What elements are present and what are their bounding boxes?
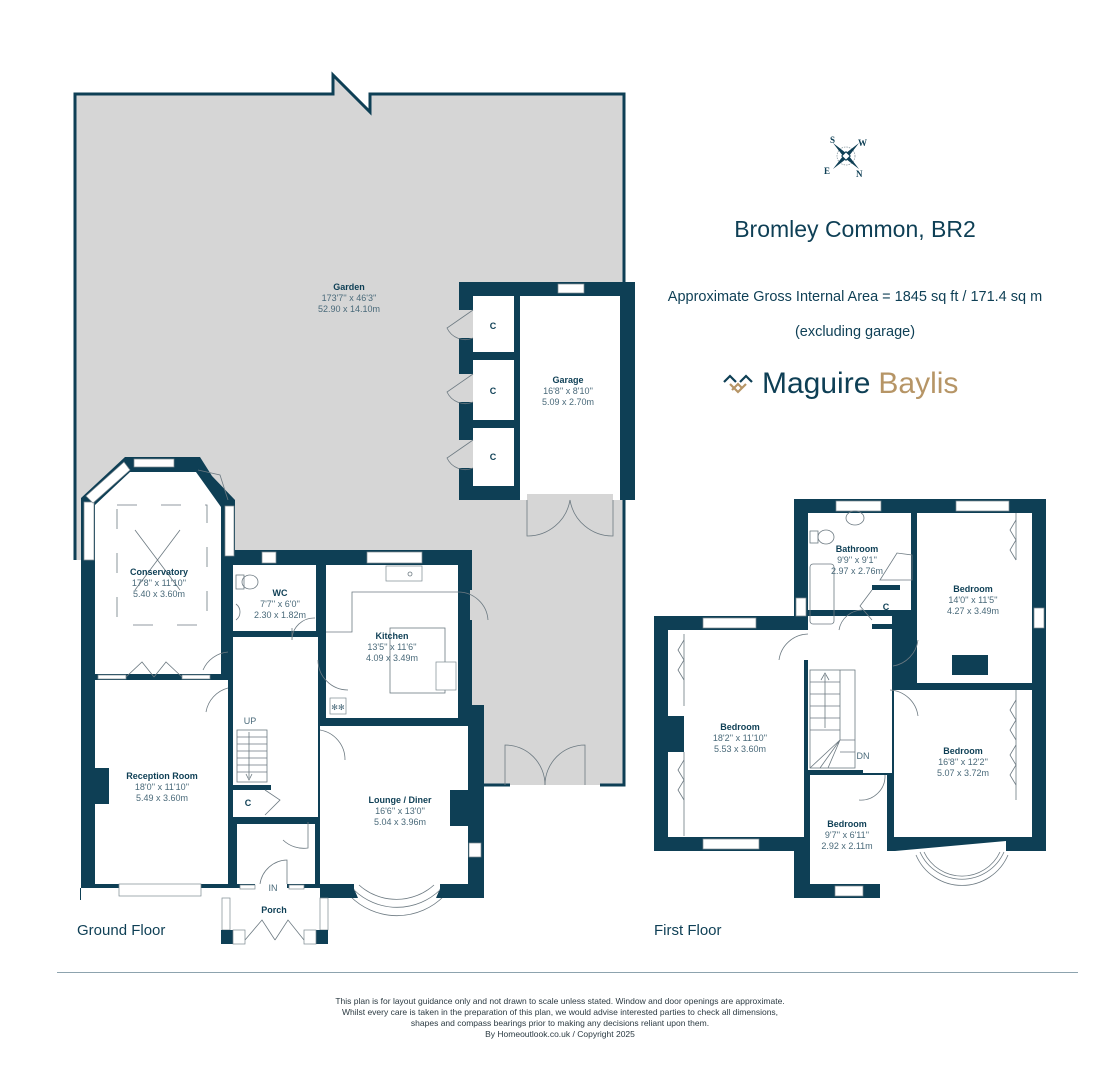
svg-text:9'9'' x 9'1'': 9'9'' x 9'1''	[837, 555, 877, 565]
svg-text:9'7'' x 6'11'': 9'7'' x 6'11''	[825, 830, 869, 840]
room-label-garage: Garage 16'8'' x 8'10'' 5.09 x 2.70m	[542, 375, 594, 407]
stairs-down-label: DN	[857, 751, 870, 761]
svg-text:Lounge / Diner: Lounge / Diner	[369, 795, 432, 805]
svg-text:Garden: Garden	[333, 282, 365, 292]
disclaimer-line-3: shapes and compass bearings prior to mak…	[410, 1018, 710, 1028]
property-title: Bromley Common, BR2	[734, 216, 976, 242]
room-label-bedroom-small: Bedroom 9'7'' x 6'11'' 2.92 x 2.11m	[821, 819, 872, 851]
svg-text:16'6'' x 13'0'': 16'6'' x 13'0''	[375, 806, 425, 816]
room-label-bathroom: Bathroom 9'9'' x 9'1'' 2.97 x 2.76m	[831, 544, 883, 576]
first-floor-label: First Floor	[654, 922, 722, 939]
svg-text:16'8'' x 8'10'': 16'8'' x 8'10''	[543, 386, 593, 396]
room-label-kitchen: Kitchen 13'5'' x 11'6'' 4.09 x 3.49m	[366, 631, 418, 663]
svg-text:5.09 x 2.70m: 5.09 x 2.70m	[542, 397, 594, 407]
room-label-conservatory: Conservatory 17'8'' x 11'10'' 5.40 x 3.6…	[130, 567, 188, 599]
svg-text:2.97 x 2.76m: 2.97 x 2.76m	[831, 566, 883, 576]
area-note: (excluding garage)	[794, 324, 916, 340]
first-floor-plan: C DN Bathroom 9'9'' x 9'1'' 2.97	[654, 499, 1046, 898]
garage-block: C C C	[446, 282, 635, 537]
svg-text:Bedroom: Bedroom	[943, 746, 983, 756]
compass-icon: S W E N	[824, 135, 867, 179]
porch-label: Porch	[261, 905, 287, 915]
garage-cupboard-3-label: C	[490, 452, 497, 462]
room-label-bedroom-rear-right: Bedroom 14'0'' x 11'5'' 4.27 x 3.49m	[947, 584, 999, 616]
room-label-lounge: Lounge / Diner 16'6'' x 13'0'' 5.04 x 3.…	[369, 795, 432, 827]
svg-text:16'8'' x 12'2'': 16'8'' x 12'2''	[938, 757, 988, 767]
porch: Porch	[221, 897, 329, 945]
svg-text:W: W	[858, 138, 867, 148]
svg-text:Garage: Garage	[552, 375, 583, 385]
svg-text:Bedroom: Bedroom	[720, 722, 760, 732]
ground-floor-stairs: UP	[236, 716, 268, 783]
svg-text:18'0'' x 11'10'': 18'0'' x 11'10''	[135, 782, 189, 792]
svg-text:Reception Room: Reception Room	[126, 771, 198, 781]
svg-text:5.04 x 3.96m: 5.04 x 3.96m	[374, 817, 426, 827]
room-label-reception: Reception Room 18'0'' x 11'10'' 5.49 x 3…	[126, 771, 198, 803]
stairs-up-label: UP	[244, 716, 257, 726]
svg-text:E: E	[824, 166, 830, 176]
brand-name-accent: Baylis	[878, 367, 959, 400]
disclaimer-line-4: By Homeoutlook.co.uk / Copyright 2025	[485, 1029, 635, 1039]
svg-text:N: N	[856, 169, 863, 179]
room-label-wc: WC 7'7'' x 6'0'' 2.30 x 1.82m	[254, 588, 306, 620]
disclaimer-line-1: This plan is for layout guidance only an…	[335, 996, 785, 1006]
landing-cupboard-label: C	[883, 602, 890, 612]
svg-text:5.53 x 3.60m: 5.53 x 3.60m	[714, 744, 766, 754]
svg-text:52.90 x 14.10m: 52.90 x 14.10m	[318, 304, 380, 314]
svg-text:5.07 x 3.72m: 5.07 x 3.72m	[937, 768, 989, 778]
footer-divider	[57, 972, 1078, 973]
brand-name-primary: Maguire	[762, 367, 871, 400]
disclaimer-line-2: Whilst every care is taken in the prepar…	[341, 1007, 779, 1017]
svg-text:5.40 x 3.60m: 5.40 x 3.60m	[133, 589, 185, 599]
svg-text:7'7'' x 6'0'': 7'7'' x 6'0''	[260, 599, 300, 609]
svg-text:18'2'' x 11'10'': 18'2'' x 11'10''	[713, 733, 767, 743]
diamond-logo-icon	[723, 374, 753, 394]
svg-text:Bedroom: Bedroom	[953, 584, 993, 594]
svg-text:2.92 x 2.11m: 2.92 x 2.11m	[821, 841, 872, 851]
svg-text:Conservatory: Conservatory	[130, 567, 188, 577]
svg-text:Kitchen: Kitchen	[375, 631, 408, 641]
svg-text:Bedroom: Bedroom	[827, 819, 867, 829]
brand-logo: Maguire Baylis	[722, 364, 958, 404]
svg-text:4.27 x 3.49m: 4.27 x 3.49m	[947, 606, 999, 616]
room-label-bedroom-left: Bedroom 18'2'' x 11'10'' 5.53 x 3.60m	[713, 722, 767, 754]
svg-text:14'0'' x 11'5'': 14'0'' x 11'5''	[948, 595, 997, 605]
ground-floor-label: Ground Floor	[77, 922, 166, 939]
svg-text:173'7'' x 46'3'': 173'7'' x 46'3''	[322, 293, 377, 303]
svg-text:S: S	[830, 135, 835, 145]
svg-text:4.09 x 3.49m: 4.09 x 3.49m	[366, 653, 418, 663]
gross-internal-area: Approximate Gross Internal Area = 1845 s…	[667, 289, 1043, 305]
entrance-label: IN	[269, 883, 278, 893]
room-label-bedroom-front-right: Bedroom 16'8'' x 12'2'' 5.07 x 3.72m	[937, 746, 989, 778]
svg-text:13'5'' x 11'6'': 13'5'' x 11'6''	[367, 642, 416, 652]
garage-cupboard-1-label: C	[490, 321, 497, 331]
garden-area	[75, 75, 624, 785]
svg-text:2.30 x 1.82m: 2.30 x 1.82m	[254, 610, 306, 620]
svg-text:✻✻: ✻✻	[331, 703, 345, 712]
ground-floor-plan: C C C	[73, 71, 635, 945]
disclaimer: This plan is for layout guidance only an…	[250, 996, 870, 1040]
svg-text:Bathroom: Bathroom	[836, 544, 879, 554]
room-label-garden: Garden 173'7'' x 46'3'' 52.90 x 14.10m	[318, 282, 380, 314]
svg-text:17'8'' x 11'10'': 17'8'' x 11'10''	[132, 578, 186, 588]
svg-text:WC: WC	[273, 588, 288, 598]
garage-cupboard-2-label: C	[490, 386, 497, 396]
understairs-cupboard-label: C	[245, 798, 252, 808]
first-floor-stairs: DN	[809, 669, 870, 769]
svg-text:5.49 x 3.60m: 5.49 x 3.60m	[136, 793, 188, 803]
ground-floor-house: ✻✻ UP C	[80, 457, 489, 917]
